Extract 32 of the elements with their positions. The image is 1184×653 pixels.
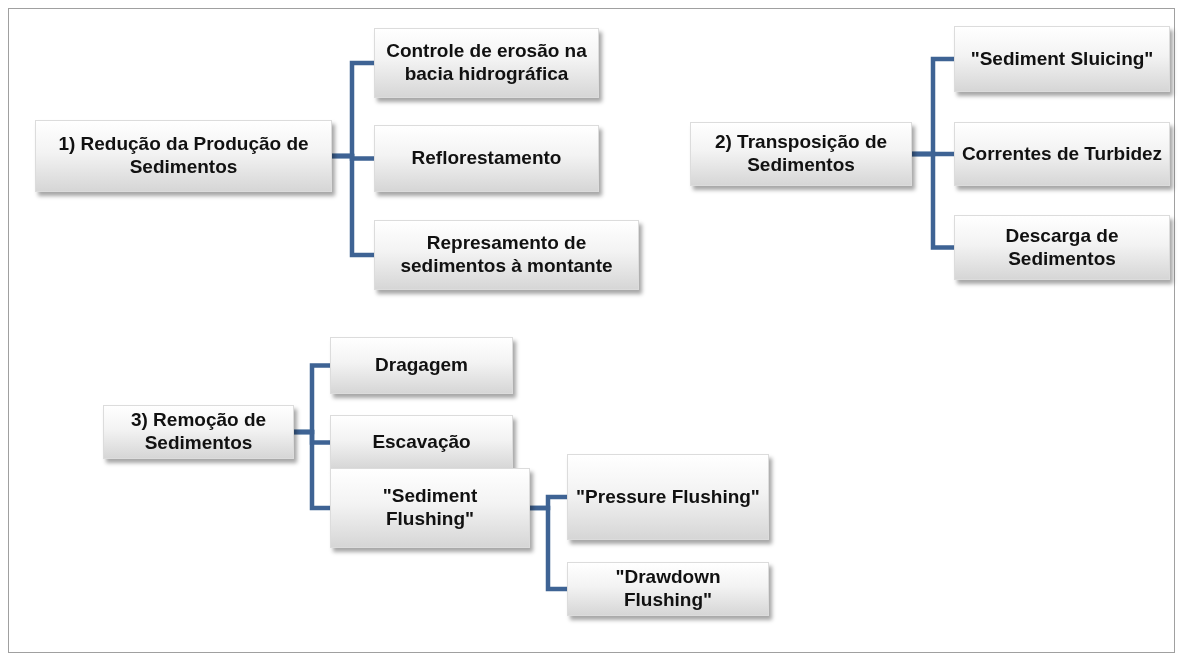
box-label: Represamento de sedimentos à montante: [399, 232, 614, 278]
connector-line: [294, 429, 330, 511]
process-box: [330, 415, 513, 470]
process-box: [374, 220, 639, 290]
box-label: 2) Transposição de Sedimentos: [713, 131, 889, 177]
process-box: [330, 468, 530, 548]
box-label: "Pressure Flushing": [576, 485, 760, 509]
process-box: [374, 28, 599, 98]
box-label: Controle de erosão na bacia hidrográfica: [385, 40, 588, 86]
process-box: [35, 120, 332, 192]
process-box: [954, 122, 1170, 186]
box-label: Escavação: [372, 431, 471, 454]
box-label: 1) Redução da Produção de Sedimentos: [57, 133, 310, 179]
box-label: Dragagem: [375, 354, 468, 377]
connector-line: [912, 151, 954, 250]
box-label: 3) Remoção de Sedimentos: [129, 409, 268, 455]
process-box: [954, 26, 1170, 92]
box-label: Correntes de Turbidez: [961, 142, 1163, 166]
process-box: [330, 337, 513, 394]
process-box: [567, 562, 769, 616]
box-label: Descarga de Sedimentos: [1004, 224, 1120, 271]
box-label: "Sediment Sluicing": [970, 47, 1154, 71]
connector-line: [332, 153, 374, 258]
process-box: [954, 215, 1170, 280]
box-label: "Drawdown Flushing": [614, 566, 722, 612]
box-label: Reflorestamento: [411, 147, 562, 170]
process-box: [690, 122, 912, 186]
process-box: [103, 405, 294, 459]
process-box: [567, 454, 769, 540]
box-label: "Sediment Flushing": [381, 485, 479, 531]
process-box: [374, 125, 599, 192]
connector-line: [530, 505, 567, 592]
